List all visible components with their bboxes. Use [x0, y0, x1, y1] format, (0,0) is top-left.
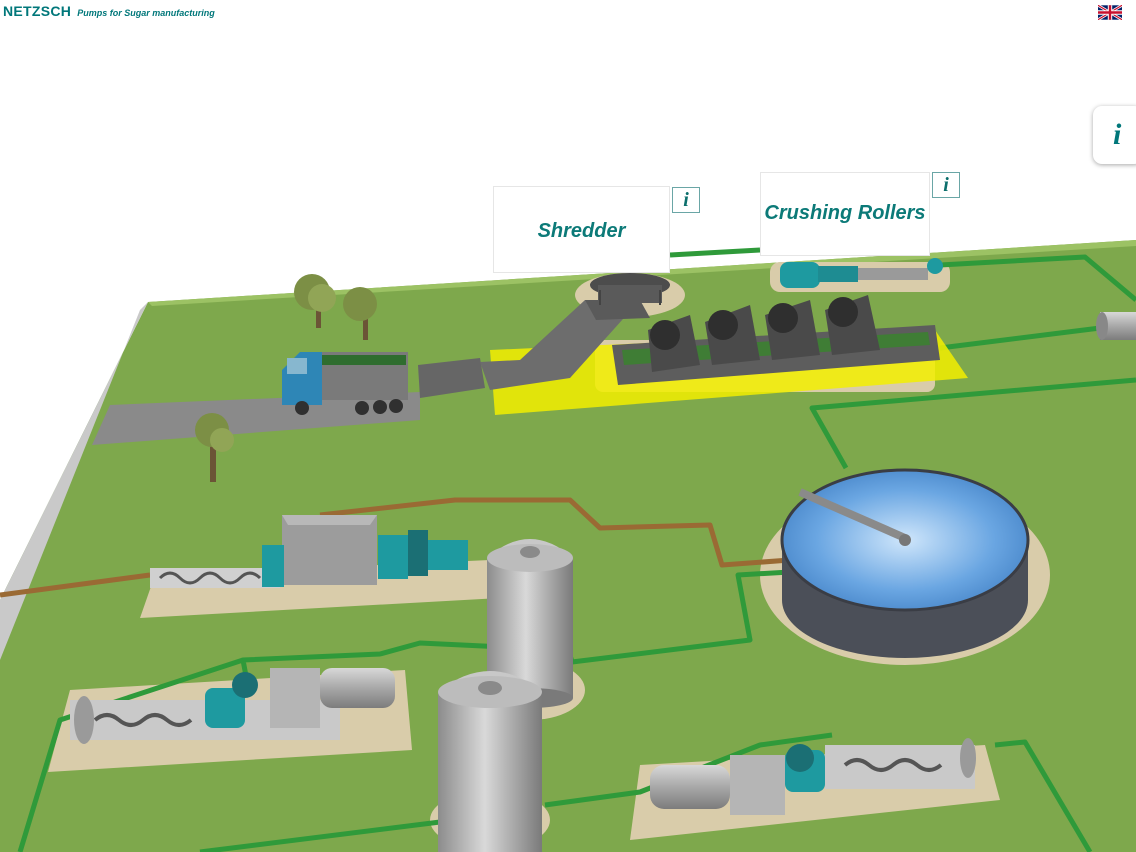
info-icon: i [683, 188, 689, 211]
left-pump [70, 668, 395, 744]
info-icon: i [943, 173, 949, 196]
info-icon: i [1113, 118, 1122, 151]
truck [282, 352, 408, 415]
clarifier-tank [780, 468, 1030, 658]
right-pump [650, 738, 976, 815]
road [92, 392, 420, 445]
shredder-label[interactable]: Shredder [493, 186, 670, 273]
top-pump [780, 258, 943, 288]
uk-flag-icon[interactable] [1098, 5, 1122, 20]
edge-motor [1096, 312, 1136, 340]
crushing-rollers-info-button[interactable]: i [932, 172, 960, 198]
shredder-label-text: Shredder [537, 220, 626, 242]
app-tagline: Pumps for Sugar manufacturing [77, 8, 215, 18]
crushing-rollers [612, 295, 940, 385]
trees [195, 274, 377, 482]
brown-pump [150, 515, 468, 588]
brand-logo: NETZSCH [3, 3, 72, 19]
shredder-unit [590, 273, 670, 305]
pipes-brown [0, 497, 791, 598]
crushing-rollers-label-text: Crushing Rollers [764, 202, 926, 224]
crushing-rollers-label[interactable]: Crushing Rollers [760, 172, 930, 256]
silo-front [438, 671, 542, 852]
app-header: NETZSCH Pumps for Sugar manufacturing [3, 3, 215, 19]
shredder-info-button[interactable]: i [672, 187, 700, 213]
info-panel-tab[interactable]: i [1093, 106, 1136, 164]
shredder-conveyor [418, 300, 650, 398]
